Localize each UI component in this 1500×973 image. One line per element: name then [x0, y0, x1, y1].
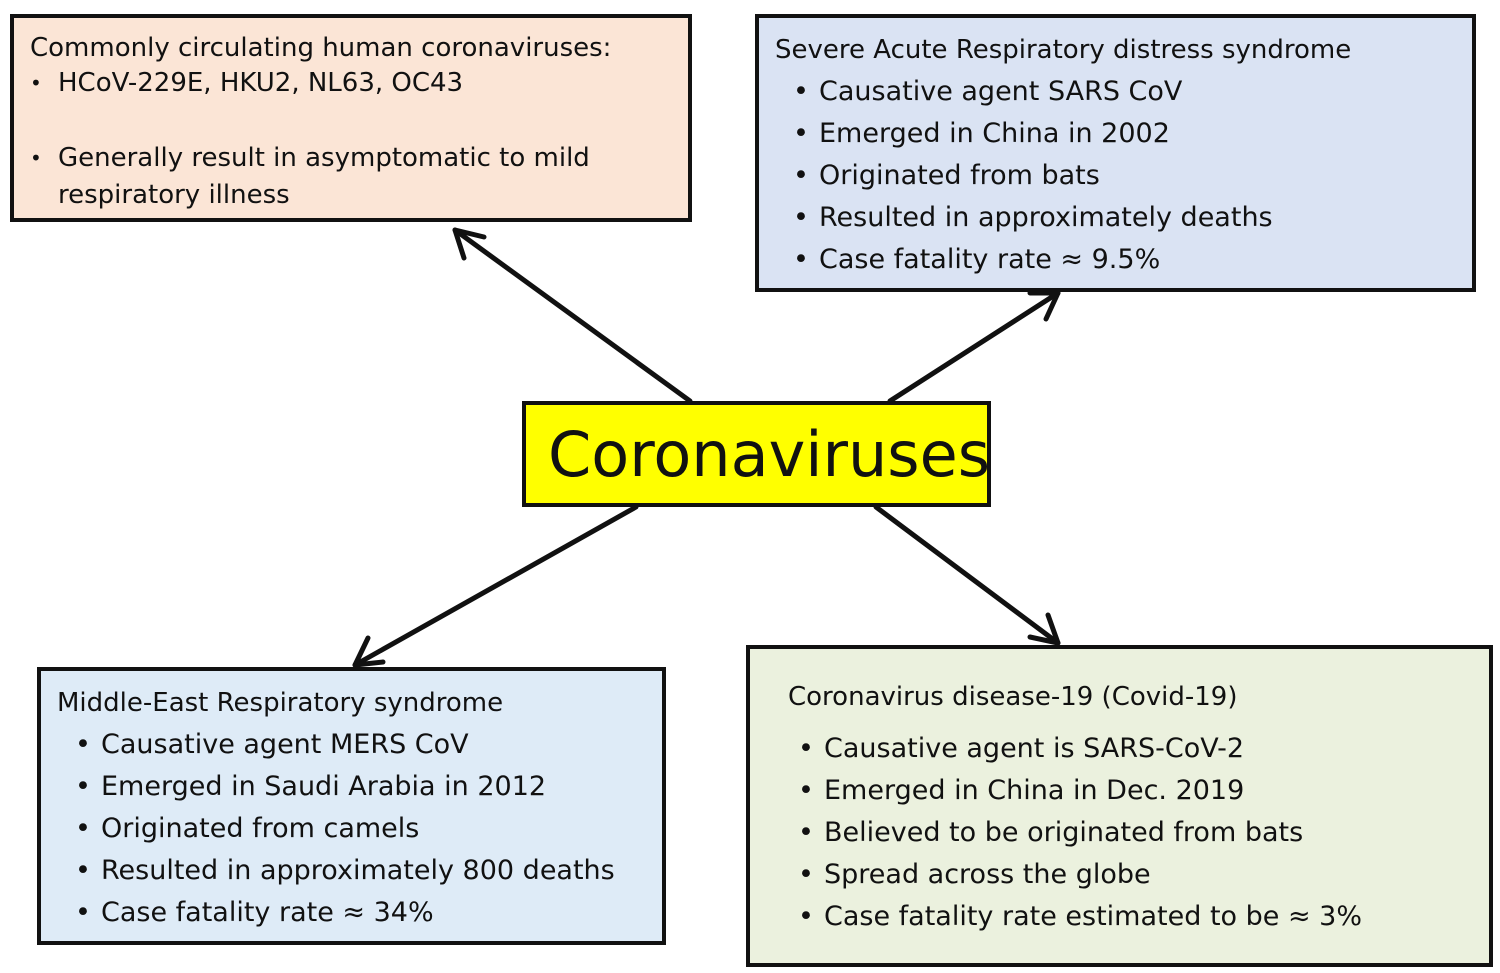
common-coronaviruses-box: Commonly circulating human coronaviruses… [10, 14, 692, 222]
mers-item: •Originated from camels [75, 808, 646, 850]
covid-box: Coronavirus disease-19 (Covid-19) •Causa… [746, 645, 1493, 967]
common-title: Commonly circulating human coronaviruses… [30, 33, 612, 63]
sars-item: •Resulted in approximately deaths [793, 197, 1456, 239]
mers-list: •Causative agent MERS CoV •Emerged in Sa… [75, 724, 646, 934]
sars-item: •Case fatality rate ≈ 9.5% [793, 239, 1456, 281]
mers-item: •Emerged in Saudi Arabia in 2012 [75, 766, 646, 808]
center-label: Coronaviruses [548, 418, 991, 491]
arrow-to-covid [873, 504, 1061, 646]
bullet-icon: • [30, 145, 42, 170]
common-item: •HCoV-229E, HKU2, NL63, OC43 [30, 65, 658, 102]
covid-item: •Spread across the globe [798, 854, 1451, 896]
bullet-icon: • [75, 812, 91, 844]
bullet-icon: • [793, 117, 809, 149]
sars-item: •Emerged in China in 2002 [793, 113, 1456, 155]
bullet-icon: • [793, 75, 809, 107]
sars-item: •Originated from bats [793, 155, 1456, 197]
bullet-icon: • [798, 816, 814, 848]
bullet-icon: • [75, 854, 91, 886]
arrow-to-sars [887, 290, 1061, 404]
mers-box: Middle-East Respiratory syndrome •Causat… [37, 667, 666, 945]
common-list: •HCoV-229E, HKU2, NL63, OC43 •Generally … [30, 65, 672, 214]
bullet-icon: • [798, 732, 814, 764]
arrow-to-common [452, 227, 693, 404]
covid-title: Coronavirus disease-19 (Covid-19) [788, 682, 1238, 712]
covid-item: •Causative agent is SARS-CoV-2 [798, 728, 1451, 770]
covid-item: •Case fatality rate estimated to be ≈ 3% [798, 896, 1451, 938]
sars-item: •Causative agent SARS CoV [793, 71, 1456, 113]
bullet-icon: • [75, 728, 91, 760]
sars-list: •Causative agent SARS CoV •Emerged in Ch… [793, 71, 1456, 281]
sars-title: Severe Acute Respiratory distress syndro… [775, 35, 1352, 65]
bullet-icon: • [793, 243, 809, 275]
bullet-icon: • [75, 770, 91, 802]
covid-list: •Causative agent is SARS-CoV-2 •Emerged … [798, 728, 1451, 938]
arrow-to-mers [352, 504, 639, 668]
common-item: •Generally result in asymptomatic to mil… [30, 140, 658, 214]
bullet-icon: • [793, 201, 809, 233]
bullet-icon: • [30, 70, 42, 95]
mers-item: •Causative agent MERS CoV [75, 724, 646, 766]
mers-title: Middle-East Respiratory syndrome [57, 688, 504, 718]
bullet-icon: • [75, 896, 91, 928]
coronaviruses-center-node: Coronaviruses [522, 401, 991, 507]
covid-item: •Believed to be originated from bats [798, 812, 1451, 854]
bullet-icon: • [798, 858, 814, 890]
bullet-icon: • [793, 159, 809, 191]
bullet-icon: • [798, 774, 814, 806]
mers-item: •Case fatality rate ≈ 34% [75, 892, 646, 934]
sars-box: Severe Acute Respiratory distress syndro… [755, 14, 1476, 292]
covid-item: •Emerged in China in Dec. 2019 [798, 770, 1451, 812]
mers-item: •Resulted in approximately 800 deaths [75, 850, 646, 892]
bullet-icon: • [798, 900, 814, 932]
